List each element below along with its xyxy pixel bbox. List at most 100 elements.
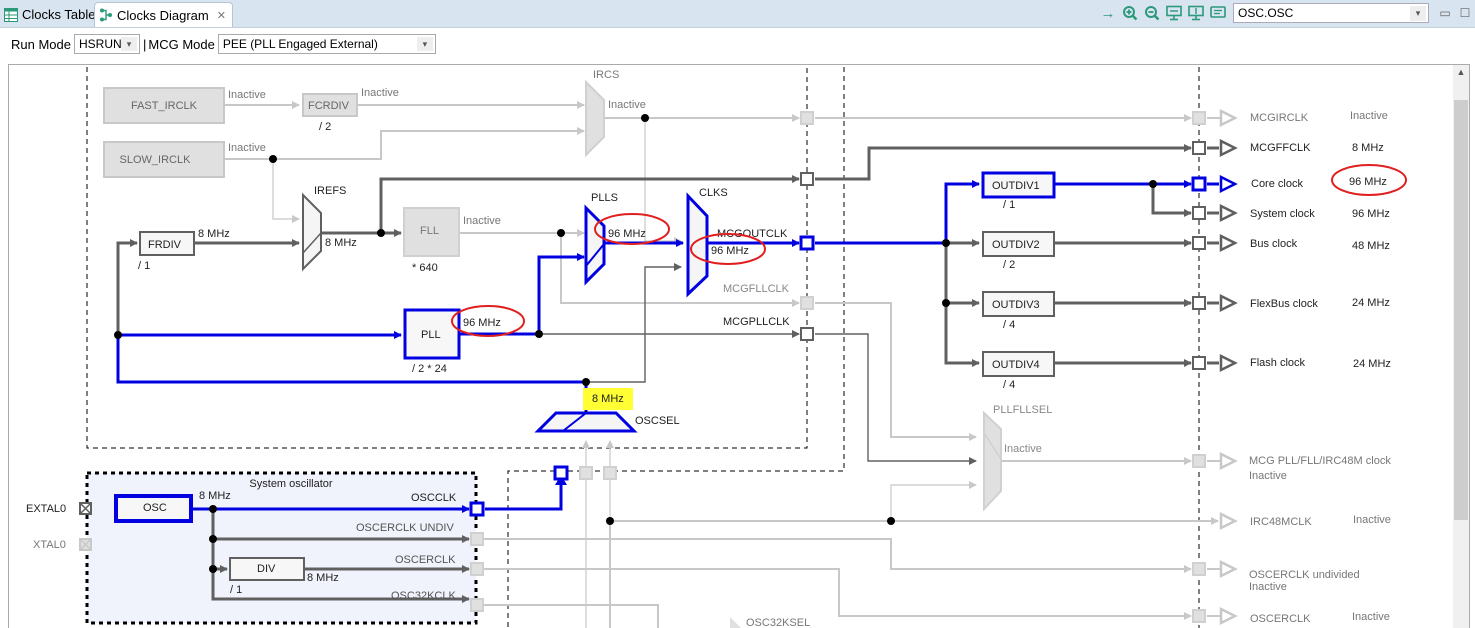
editor-tab-bar: Clocks Table Clocks Diagram ✕ → OSC.OSC …: [0, 0, 1475, 28]
fast-irclk-block[interactable]: FAST_IRCLK: [103, 87, 225, 124]
gate[interactable]: [1192, 562, 1206, 576]
svg-text:FLL: FLL: [420, 225, 439, 237]
slow-irclk-freq: Inactive: [228, 142, 266, 154]
gate[interactable]: [1192, 296, 1206, 310]
mcg-mode-select[interactable]: PEE (PLL Engaged External) ▾: [217, 34, 436, 54]
zoom-out-icon[interactable]: [1141, 2, 1163, 24]
gate[interactable]: [799, 235, 815, 251]
oscsel-mux[interactable]: [534, 411, 638, 433]
gate[interactable]: [579, 466, 593, 480]
fit-width-icon[interactable]: [1163, 2, 1185, 24]
output-name: FlexBus clock: [1250, 298, 1318, 310]
gate[interactable]: [470, 562, 484, 576]
clock-diagram-svg: System oscillator: [26, 67, 1407, 628]
ircs-mux[interactable]: [585, 79, 605, 158]
gate[interactable]: [1192, 454, 1206, 468]
tab-clocks-diagram[interactable]: Clocks Diagram ✕: [94, 2, 233, 27]
irefs-label: IREFS: [314, 185, 346, 197]
osc32ksel-mux[interactable]: [730, 617, 741, 628]
gate[interactable]: [1192, 609, 1206, 623]
output-name: System clock: [1250, 208, 1315, 220]
outdiv3-block[interactable]: OUTDIV3: [982, 291, 1055, 317]
svg-text:PLL: PLL: [421, 329, 441, 341]
div-block[interactable]: DIV: [229, 557, 305, 581]
gate[interactable]: [1191, 176, 1207, 192]
clocks-diagram-canvas[interactable]: System oscillator: [8, 64, 1470, 628]
irefs-mux[interactable]: [302, 192, 322, 272]
gate[interactable]: [470, 532, 484, 546]
gate[interactable]: [603, 466, 617, 480]
output-name: IRC48MCLK: [1250, 516, 1312, 528]
output-freq: 96 MHz: [1352, 208, 1390, 220]
extal0-pin[interactable]: [79, 502, 92, 515]
fcrdiv-block[interactable]: FCRDIV: [302, 93, 358, 117]
gate[interactable]: [1192, 206, 1206, 220]
svg-text:OUTDIV3: OUTDIV3: [992, 299, 1040, 311]
fll-block[interactable]: FLL: [403, 207, 460, 257]
output-freq: 8 MHz: [1352, 142, 1384, 154]
tab-clocks-table[interactable]: Clocks Table: [4, 2, 95, 27]
arrow-right-icon[interactable]: →: [1100, 4, 1116, 22]
mode-bar: Run Mode HSRUN ▾ | MCG Mode PEE (PLL Eng…: [0, 28, 1475, 60]
xtal0-pin[interactable]: [79, 538, 92, 551]
chevron-down-icon[interactable]: ▾: [1410, 6, 1426, 21]
run-mode-select[interactable]: HSRUN ▾: [73, 34, 140, 54]
outdiv4-block[interactable]: OUTDIV4: [982, 351, 1055, 377]
oscerclk-undiv-label: OSCERCLK UNDIV: [356, 522, 454, 534]
gate[interactable]: [800, 172, 814, 186]
frdiv-divider: / 1: [138, 260, 150, 272]
vertical-scrollbar[interactable]: ▲: [1453, 65, 1469, 628]
component-selector[interactable]: OSC.OSC ▾: [1233, 3, 1429, 23]
table-icon: [4, 7, 18, 22]
div-freq: 8 MHz: [307, 572, 339, 584]
mcg-mode-label: MCG Mode: [148, 36, 215, 52]
output-freq: Inactive: [1249, 470, 1287, 482]
gate[interactable]: [1192, 111, 1206, 125]
svg-text:OUTDIV2: OUTDIV2: [992, 239, 1040, 251]
gate[interactable]: [470, 598, 484, 612]
minimize-icon[interactable]: ▭: [1439, 6, 1451, 20]
clks-freq: 96 MHz: [711, 245, 749, 257]
chevron-down-icon[interactable]: ▾: [120, 37, 137, 51]
svg-text:FCRDIV: FCRDIV: [308, 100, 350, 112]
plls-freq-annotation: [594, 213, 670, 245]
gate[interactable]: [800, 327, 814, 341]
plls-mux[interactable]: [584, 204, 606, 286]
scrollbar-thumb[interactable]: [1454, 100, 1468, 520]
fit-height-icon[interactable]: [1185, 2, 1207, 24]
pll-block[interactable]: PLL: [403, 308, 461, 360]
frdiv-block[interactable]: FRDIV: [139, 231, 195, 256]
maximize-icon[interactable]: ☐: [1459, 6, 1471, 20]
output-freq: Inactive: [1353, 514, 1391, 526]
output-freq: 48 MHz: [1352, 240, 1390, 252]
pll-factor: / 2 * 24: [412, 363, 447, 375]
gate[interactable]: [1192, 141, 1206, 155]
outdiv2-block[interactable]: OUTDIV2: [982, 231, 1055, 257]
mcgpllclk-label: MCGPLLCLK: [723, 316, 790, 328]
osc-freq: 8 MHz: [199, 490, 231, 502]
comment-icon[interactable]: [1207, 2, 1229, 24]
zoom-in-icon[interactable]: [1119, 2, 1141, 24]
tab-label: Clocks Diagram: [117, 7, 209, 23]
osc32ksel-label: OSC32KSEL: [746, 617, 810, 628]
mode-separator: |: [142, 36, 147, 52]
osc-block[interactable]: OSC: [114, 494, 193, 523]
gate[interactable]: [800, 296, 814, 310]
slow-irclk-block[interactable]: SLOW_IRCLK: [103, 141, 225, 178]
gate[interactable]: [469, 501, 485, 517]
outdiv1-block[interactable]: OUTDIV1: [981, 171, 1056, 199]
scroll-up-icon[interactable]: ▲: [1456, 67, 1466, 77]
gate[interactable]: [553, 465, 569, 481]
close-icon[interactable]: ✕: [216, 9, 226, 22]
gate[interactable]: [800, 111, 814, 125]
output-freq: 24 MHz: [1353, 358, 1391, 370]
pllfllsel-mux[interactable]: [983, 410, 1002, 512]
outdiv1-divider: / 1: [1003, 199, 1015, 211]
svg-text:OUTDIV1: OUTDIV1: [992, 180, 1040, 192]
gate[interactable]: [1192, 236, 1206, 250]
chevron-down-icon[interactable]: ▾: [416, 37, 433, 51]
clks-mux[interactable]: [686, 192, 709, 298]
gate[interactable]: [1192, 356, 1206, 370]
core-clock-annotation: [1331, 164, 1407, 196]
tab-label: Clocks Table: [22, 7, 96, 22]
